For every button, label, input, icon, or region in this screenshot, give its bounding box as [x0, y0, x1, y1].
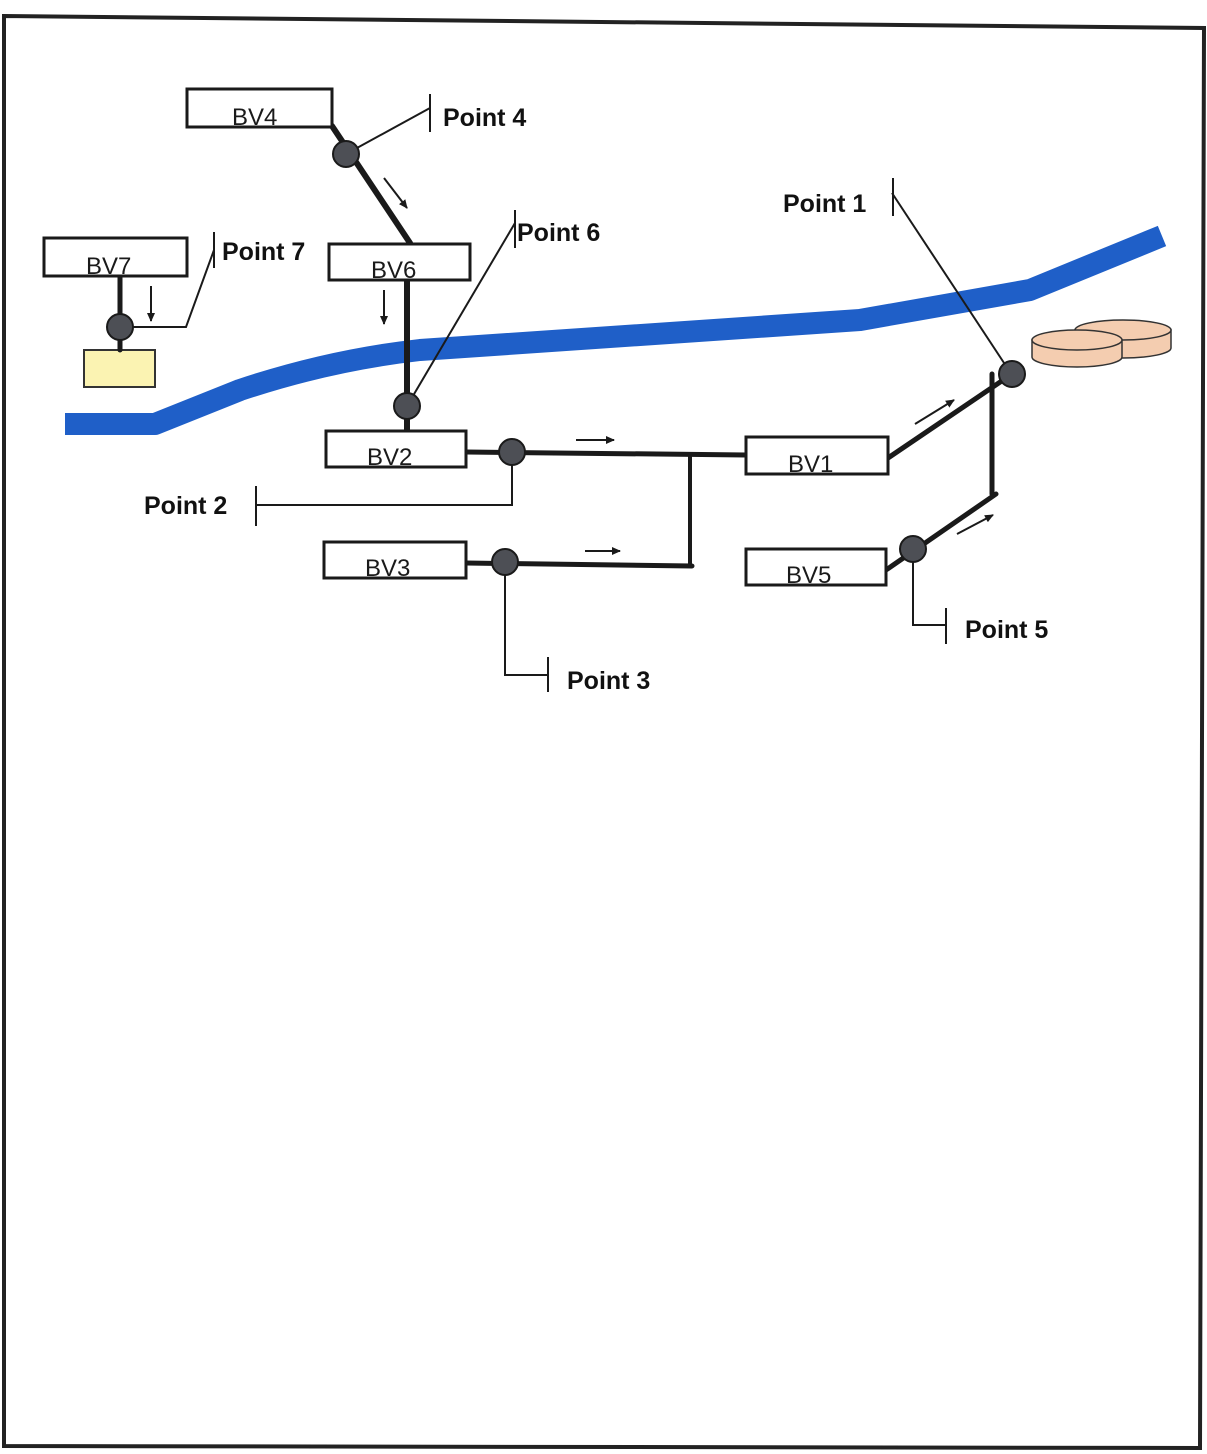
- flow-arrow: [383, 177, 408, 209]
- point-2-label: Point 2: [144, 492, 227, 520]
- node-point-2: [498, 438, 526, 466]
- bv-boxes: [42, 87, 890, 587]
- bv3-label: BV3: [365, 555, 410, 582]
- box-bv4: [185, 87, 334, 129]
- flow-arrow: [956, 514, 994, 535]
- bv4-label: BV4: [232, 104, 277, 131]
- box-bv6: [327, 242, 472, 282]
- node-point-4: [332, 140, 360, 168]
- bv7-label: BV7: [86, 253, 131, 280]
- bv1-label: BV1: [788, 451, 833, 478]
- point-5-label: Point 5: [965, 616, 1048, 644]
- point-7-label: Point 7: [222, 238, 305, 266]
- box-bv1: [744, 435, 890, 476]
- node-point-6: [393, 392, 421, 420]
- node-point-5: [899, 535, 927, 563]
- bv6-label: BV6: [371, 257, 416, 284]
- point-4-label: Point 4: [443, 104, 526, 132]
- outlet-box: [83, 349, 156, 388]
- box-bv5: [744, 547, 888, 587]
- box-bv2: [324, 429, 468, 469]
- leader-lines: [120, 94, 1011, 692]
- node-point-7: [106, 313, 134, 341]
- river: [65, 225, 1167, 435]
- storage-tanks: [1031, 319, 1172, 368]
- sampling-nodes: [106, 140, 1026, 576]
- point-1-label: Point 1: [783, 190, 866, 218]
- flow-arrow: [914, 399, 955, 425]
- bv2-label: BV2: [367, 444, 412, 471]
- bv5-label: BV5: [786, 562, 831, 589]
- node-point-3: [491, 548, 519, 576]
- point-3-label: Point 3: [567, 667, 650, 695]
- point-6-label: Point 6: [517, 219, 600, 247]
- box-bv7: [42, 236, 189, 278]
- page-border: [2, 13, 1207, 1451]
- node-point-1: [998, 360, 1026, 388]
- flow-arrows: [147, 177, 994, 555]
- box-bv3: [322, 540, 468, 580]
